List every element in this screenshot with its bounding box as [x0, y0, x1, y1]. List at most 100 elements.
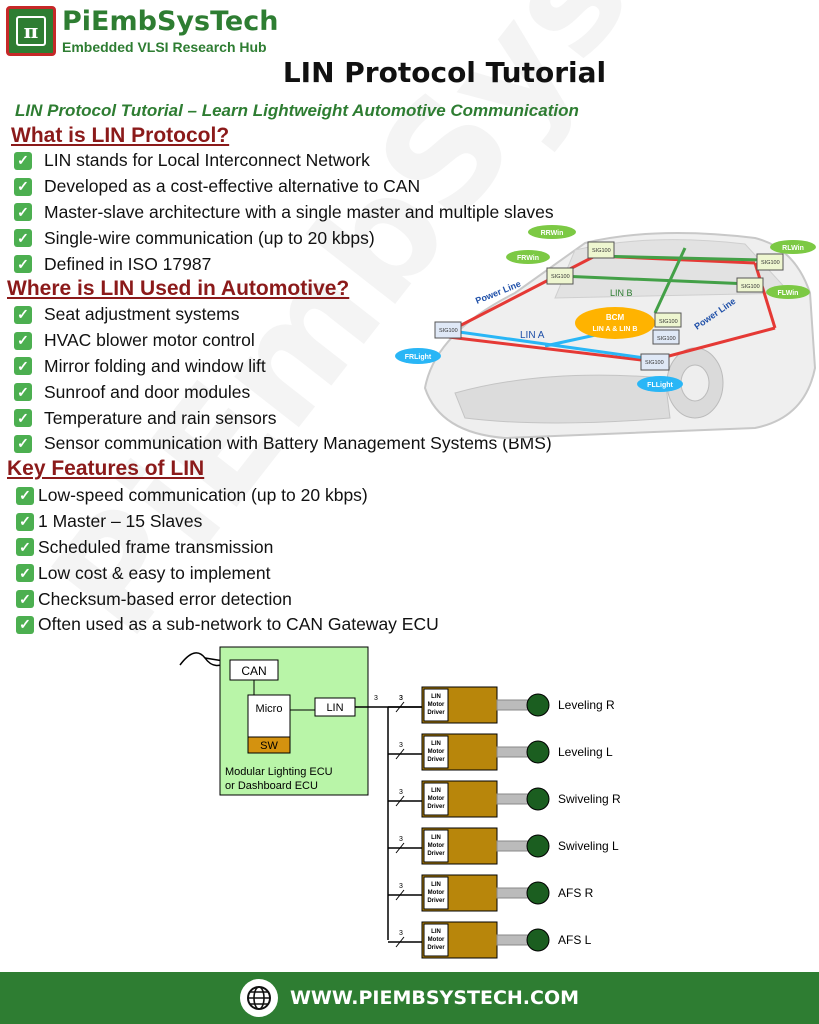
list-item: ✓Sensor communication with Battery Manag… [14, 431, 552, 457]
checkmark-icon: ✓ [14, 229, 32, 248]
motor-icon [526, 881, 550, 905]
checkmark-icon: ✓ [14, 434, 32, 453]
list-item: ✓Seat adjustment systems [14, 302, 552, 328]
svg-text:FRWin: FRWin [517, 255, 539, 262]
pi-chip-icon: π [16, 16, 46, 46]
what-list: ✓LIN stands for Local Interconnect Netwo… [14, 148, 554, 277]
svg-text:SIG100: SIG100 [439, 328, 458, 334]
ecu-label-line1: Modular Lighting ECU [225, 766, 333, 778]
motor-label: AFS R [558, 886, 594, 900]
list-item: ✓Single-wire communication (up to 20 kbp… [14, 225, 554, 251]
sig100-nodes: SIG100 SIG100 SIG100 SIG100 SIG100 SIG10… [434, 241, 784, 371]
checkmark-icon: ✓ [14, 409, 32, 428]
page-title: LIN Protocol Tutorial [282, 56, 607, 89]
features-list: ✓Low-speed communication (up to 20 kbps)… [16, 483, 439, 638]
motor-icon [526, 693, 550, 717]
lin-b-label: LIN B [610, 288, 633, 298]
page-subtitle: LIN Protocol Tutorial – Learn Lightweigh… [15, 101, 579, 120]
sw-block [247, 736, 291, 754]
lin-ecu-motor-diagram: CAN Micro SW LIN Modular Lighting ECU or… [179, 646, 621, 959]
window-light-labels: RRWin FRWin RLWin FLWin FRLight FLLight [395, 225, 816, 392]
checkmark-icon: ✓ [14, 151, 32, 170]
checkmark-icon: ✓ [14, 331, 32, 350]
checkmark-icon: ✓ [14, 383, 32, 402]
brand-tagline: Embedded VLSI Research Hub [62, 39, 267, 55]
lin-label: LIN [326, 702, 343, 714]
list-item: ✓Scheduled frame transmission [16, 535, 439, 561]
svg-text:SIG100: SIG100 [741, 284, 760, 290]
svg-text:SIG100: SIG100 [659, 319, 678, 325]
svg-text:SIG100: SIG100 [645, 360, 664, 366]
svg-text:LIN: LIN [431, 882, 441, 888]
svg-text:3: 3 [399, 836, 403, 843]
svg-text:3: 3 [399, 695, 403, 702]
motor-icon [526, 740, 550, 764]
checkmark-icon: ✓ [16, 564, 34, 583]
brand-name: PiEmbSysTech [62, 6, 279, 37]
motor-label: Leveling L [558, 745, 613, 759]
section-heading-where: Where is LIN Used in Automotive? [7, 277, 350, 300]
svg-text:Motor: Motor [428, 843, 445, 849]
section-heading-what: What is LIN Protocol? [11, 124, 230, 147]
svg-text:Driver: Driver [427, 804, 445, 810]
svg-text:Motor: Motor [428, 749, 445, 755]
svg-text:LIN: LIN [431, 788, 441, 794]
motor-label: Swiveling L [558, 839, 619, 853]
svg-text:Driver: Driver [427, 710, 445, 716]
section-heading-features: Key Features of LIN [7, 457, 205, 480]
motor-icon [526, 787, 550, 811]
checkmark-icon: ✓ [14, 255, 32, 274]
svg-text:SIG100: SIG100 [551, 274, 570, 280]
motor-icon [526, 834, 550, 858]
list-item: ✓Mirror folding and window lift [14, 354, 552, 380]
svg-text:LIN: LIN [431, 741, 441, 747]
svg-text:LIN: LIN [431, 929, 441, 935]
footer-bar: WWW.PIEMBSYSTECH.COM [0, 972, 819, 1024]
checkmark-icon: ✓ [16, 512, 34, 531]
svg-text:FLWin: FLWin [778, 290, 799, 297]
svg-text:3: 3 [399, 695, 403, 702]
micro-label: Micro [256, 703, 283, 715]
svg-text:Driver: Driver [427, 945, 445, 951]
svg-text:LIN: LIN [431, 694, 441, 700]
svg-text:Motor: Motor [428, 937, 445, 943]
ecu-label-line2: or Dashboard ECU [225, 780, 318, 792]
list-item: ✓Master-slave architecture with a single… [14, 200, 554, 226]
motor-icon [526, 928, 550, 952]
sw-label: SW [260, 740, 278, 752]
globe-icon [239, 979, 278, 1017]
where-list: ✓Seat adjustment systems ✓HVAC blower mo… [14, 302, 552, 457]
car-lin-network-diagram: Power Line Power Line LIN A LIN B BCM LI… [395, 225, 817, 440]
svg-text:Driver: Driver [427, 757, 445, 763]
svg-text:Motor: Motor [428, 796, 445, 802]
checkmark-icon: ✓ [16, 590, 34, 609]
svg-text:RRWin: RRWin [541, 230, 564, 237]
svg-text:SIG100: SIG100 [592, 248, 611, 254]
lin-b-lines [559, 247, 766, 314]
svg-text:3: 3 [399, 789, 403, 796]
svg-text:SIG100: SIG100 [657, 336, 676, 342]
checkmark-icon: ✓ [16, 486, 34, 505]
svg-text:LIN: LIN [431, 835, 441, 841]
svg-text:RLWin: RLWin [782, 245, 804, 252]
svg-text:BCM: BCM [606, 313, 625, 322]
svg-text:FRLight: FRLight [405, 354, 432, 361]
website-link[interactable]: WWW.PIEMBSYSTECH.COM [289, 987, 580, 1009]
motor-label: Leveling R [558, 698, 615, 712]
svg-text:Motor: Motor [428, 702, 445, 708]
svg-text:LIN A & LIN B: LIN A & LIN B [593, 326, 638, 333]
svg-text:Driver: Driver [427, 851, 445, 857]
svg-text:FLLight: FLLight [647, 382, 673, 389]
svg-text:Motor: Motor [428, 890, 445, 896]
svg-text:3: 3 [374, 695, 378, 702]
svg-text:3: 3 [399, 930, 403, 937]
svg-text:3: 3 [399, 742, 403, 749]
checkmark-icon: ✓ [14, 357, 32, 376]
